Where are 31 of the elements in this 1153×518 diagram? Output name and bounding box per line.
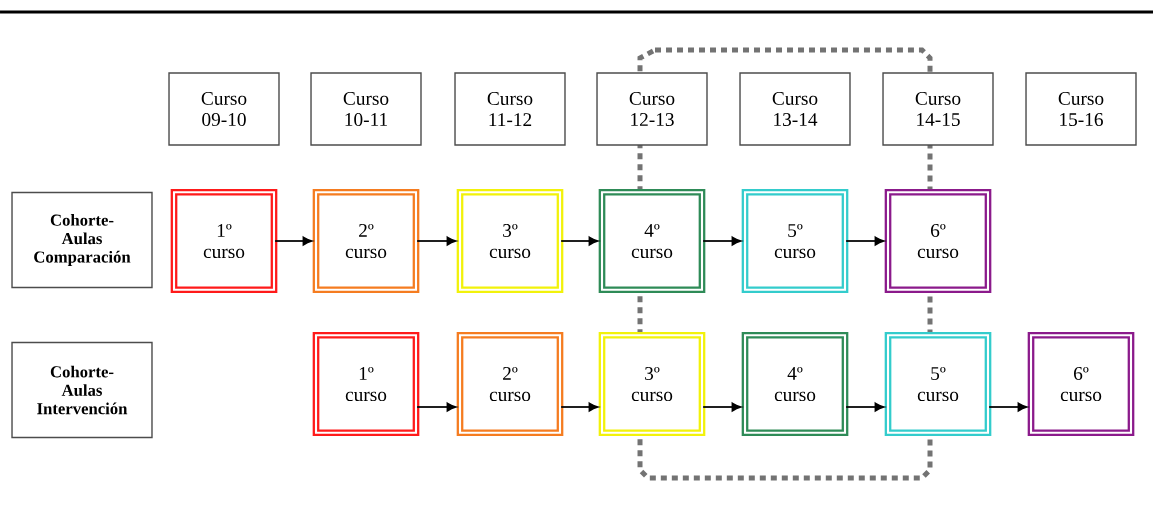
grade-box: 4º curso [741,331,849,437]
grade-box: 1º curso [170,188,278,294]
year-box: Curso 15-16 [1025,72,1137,146]
arrow [845,236,885,246]
grade-box: 2º curso [312,188,420,294]
grade-box: 2º curso [456,331,564,437]
arrow [274,236,313,246]
year-box: Curso 10-11 [310,72,422,146]
grade-box: 4º curso [598,188,706,294]
year-box: Curso 13-14 [739,72,851,146]
grade-box: 3º curso [598,331,706,437]
grade-box: 1º curso [312,331,420,437]
arrow [416,236,457,246]
year-box: Curso 14-15 [882,72,994,146]
arrow [988,402,1028,412]
arrow [416,402,457,412]
arrow [702,402,742,412]
grade-box: 3º curso [456,188,564,294]
grade-box: 6º curso [884,188,992,294]
arrow [560,402,599,412]
grade-box: 5º curso [884,331,992,437]
grade-box: 6º curso [1027,331,1135,437]
cohort-label-box: Cohorte- Aulas Intervención [11,341,153,439]
cohort-label-box: Cohorte- Aulas Comparación [11,191,153,289]
arrow [845,402,885,412]
arrow [560,236,599,246]
year-box: Curso 12-13 [596,72,708,146]
year-box: Curso 09-10 [168,72,280,146]
grade-box: 5º curso [741,188,849,294]
year-box: Curso 11-12 [454,72,566,146]
arrow [702,236,742,246]
